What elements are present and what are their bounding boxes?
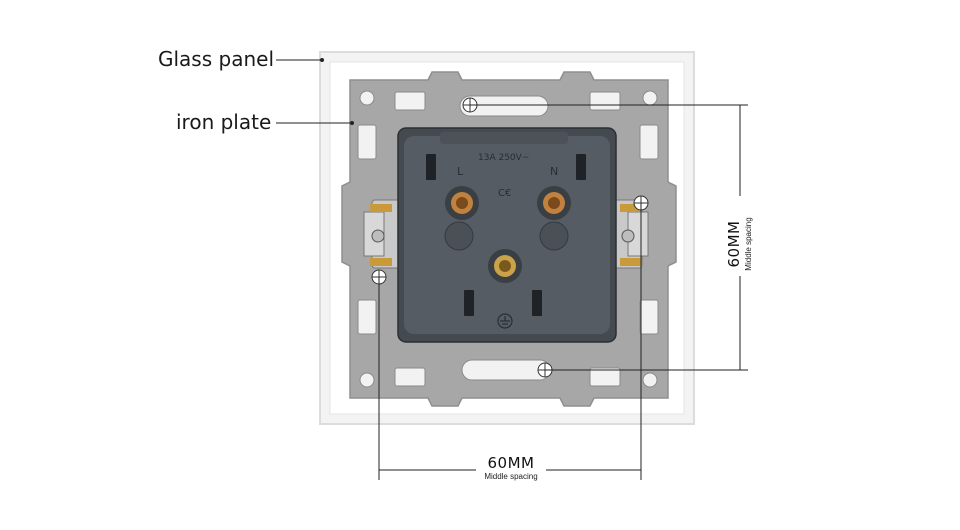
- right-clamp: [611, 199, 649, 269]
- horizontal-dimension: 60MM Middle spacing: [457, 454, 565, 484]
- glass-panel-label: Glass panel: [158, 47, 274, 71]
- horizontal-dimension-caption: Middle spacing: [484, 472, 538, 481]
- horizontal-dimension-value: 60MM: [487, 454, 535, 472]
- cert-mark: C€: [498, 188, 511, 199]
- socket-rating-text: 13A 250V~: [478, 153, 529, 163]
- earth-symbol: [497, 313, 513, 329]
- horizontal-dimension-lines: [378, 203, 642, 480]
- vertical-dimension-value: 60MM: [725, 220, 743, 268]
- iron-plate-label: iron plate: [176, 110, 272, 134]
- socket-module-face: [404, 136, 610, 334]
- vertical-dimension: 60MM Middle spacing: [725, 190, 755, 298]
- live-terminal: [445, 186, 479, 220]
- neutral-terminal: [537, 186, 571, 220]
- live-marking: L: [457, 165, 464, 178]
- left-clamp: [363, 199, 403, 269]
- earth-terminal: [488, 249, 522, 283]
- vertical-dimension-lines: [470, 104, 748, 371]
- neutral-marking: N: [550, 165, 558, 178]
- vertical-dimension-caption: Middle spacing: [744, 217, 753, 271]
